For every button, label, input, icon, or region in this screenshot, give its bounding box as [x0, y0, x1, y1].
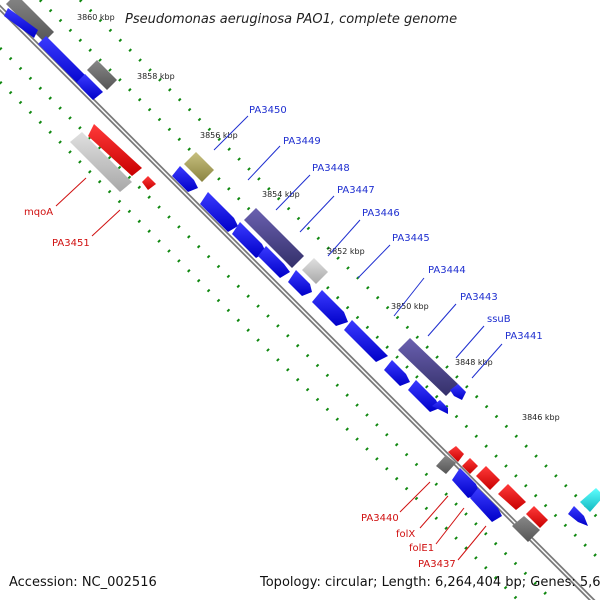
gene-forward[interactable] [244, 208, 304, 268]
gene-forward[interactable] [4, 8, 38, 38]
gene-forward[interactable] [344, 320, 388, 362]
gene-reverse[interactable] [526, 506, 548, 528]
gene-forward[interactable] [450, 384, 466, 400]
gene-reverse[interactable] [70, 132, 132, 192]
gene-label-pa3446[interactable]: PA3446 [362, 208, 400, 219]
gene-label-pa3451[interactable]: PA3451 [52, 238, 90, 249]
gene-label-pa3441[interactable]: PA3441 [505, 331, 543, 342]
gene-forward[interactable] [87, 60, 117, 90]
gene-label-pa3437[interactable]: PA3437 [418, 559, 456, 570]
gene-reverse[interactable] [498, 484, 526, 510]
gene-label-pa3440[interactable]: PA3440 [361, 513, 399, 524]
gene-forward[interactable] [512, 516, 540, 542]
tick-label: 3850 kbp [391, 302, 429, 311]
gene-reverse[interactable] [462, 458, 478, 474]
reverse-genes [70, 124, 548, 528]
gene-reverse[interactable] [88, 124, 142, 176]
track-outer-2 [0, 46, 554, 600]
gene-reverse[interactable] [476, 466, 500, 490]
forward-leaders [213, 115, 503, 379]
gene-forward[interactable] [184, 152, 214, 182]
accession-text: Accession: NC_002516 [9, 575, 157, 590]
track-inner-1 [38, 0, 600, 562]
tick-label: 3846 kbp [522, 413, 560, 422]
tick-label: 3854 kbp [262, 190, 300, 199]
gene-reverse[interactable] [142, 176, 156, 190]
gene-label-pa3447[interactable]: PA3447 [337, 185, 375, 196]
gene-forward[interactable] [172, 166, 198, 192]
gene-forward[interactable] [408, 380, 440, 412]
gene-forward[interactable] [432, 400, 448, 414]
tick-label: 3860 kbp [77, 13, 115, 22]
gene-label-pa3448[interactable]: PA3448 [312, 163, 350, 174]
gene-forward[interactable] [77, 74, 103, 100]
tick-label: 3852 kbp [327, 247, 365, 256]
track-outer-1 [0, 80, 520, 600]
gene-label-ssub[interactable]: ssuB [487, 314, 511, 325]
gene-forward[interactable] [384, 360, 410, 386]
gene-label-pa3444[interactable]: PA3444 [428, 265, 466, 276]
gene-label-pa3450[interactable]: PA3450 [249, 105, 287, 116]
gene-forward[interactable] [452, 468, 480, 498]
gene-forward[interactable] [470, 488, 502, 522]
gene-label-mqoa[interactable]: mqoA [24, 207, 53, 218]
gene-forward[interactable] [398, 338, 458, 396]
forward-genes [4, 0, 600, 542]
gene-forward[interactable] [6, 0, 54, 42]
genome-backbone [0, 4, 596, 600]
tick-label: 3858 kbp [137, 72, 175, 81]
gene-forward[interactable] [302, 258, 328, 284]
gene-forward[interactable] [312, 290, 348, 326]
gene-reverse[interactable] [448, 446, 464, 462]
gene-forward[interactable] [232, 222, 266, 258]
gene-forward[interactable] [200, 192, 238, 232]
reverse-labels: mqoA PA3451 PA3440 folX folE1 PA3437 [24, 207, 456, 570]
reverse-leaders [55, 177, 487, 561]
gene-forward[interactable] [568, 506, 588, 526]
gene-forward[interactable] [288, 270, 312, 296]
tick-label: 3848 kbp [455, 358, 493, 367]
gene-forward[interactable] [580, 488, 600, 512]
tick-labels: 3860 kbp 3858 kbp 3856 kbp 3854 kbp 3852… [77, 13, 560, 422]
tick-label: 3856 kbp [200, 131, 238, 140]
gene-label-pa3449[interactable]: PA3449 [283, 136, 321, 147]
gene-forward[interactable] [258, 246, 290, 278]
gene-label-pa3443[interactable]: PA3443 [460, 292, 498, 303]
gene-label-pa3445[interactable]: PA3445 [392, 233, 430, 244]
gene-forward[interactable] [436, 455, 456, 474]
gene-label-fole1[interactable]: folE1 [409, 543, 434, 554]
map-title: Pseudomonas aeruginosa PAO1, complete ge… [125, 12, 457, 27]
gene-forward[interactable] [38, 36, 92, 90]
gene-label-folx[interactable]: folX [396, 529, 415, 540]
genome-summary-text: Topology: circular; Length: 6,264,404 bp… [259, 575, 600, 590]
forward-labels: PA3450 PA3449 PA3448 PA3447 PA3446 PA344… [249, 105, 543, 342]
